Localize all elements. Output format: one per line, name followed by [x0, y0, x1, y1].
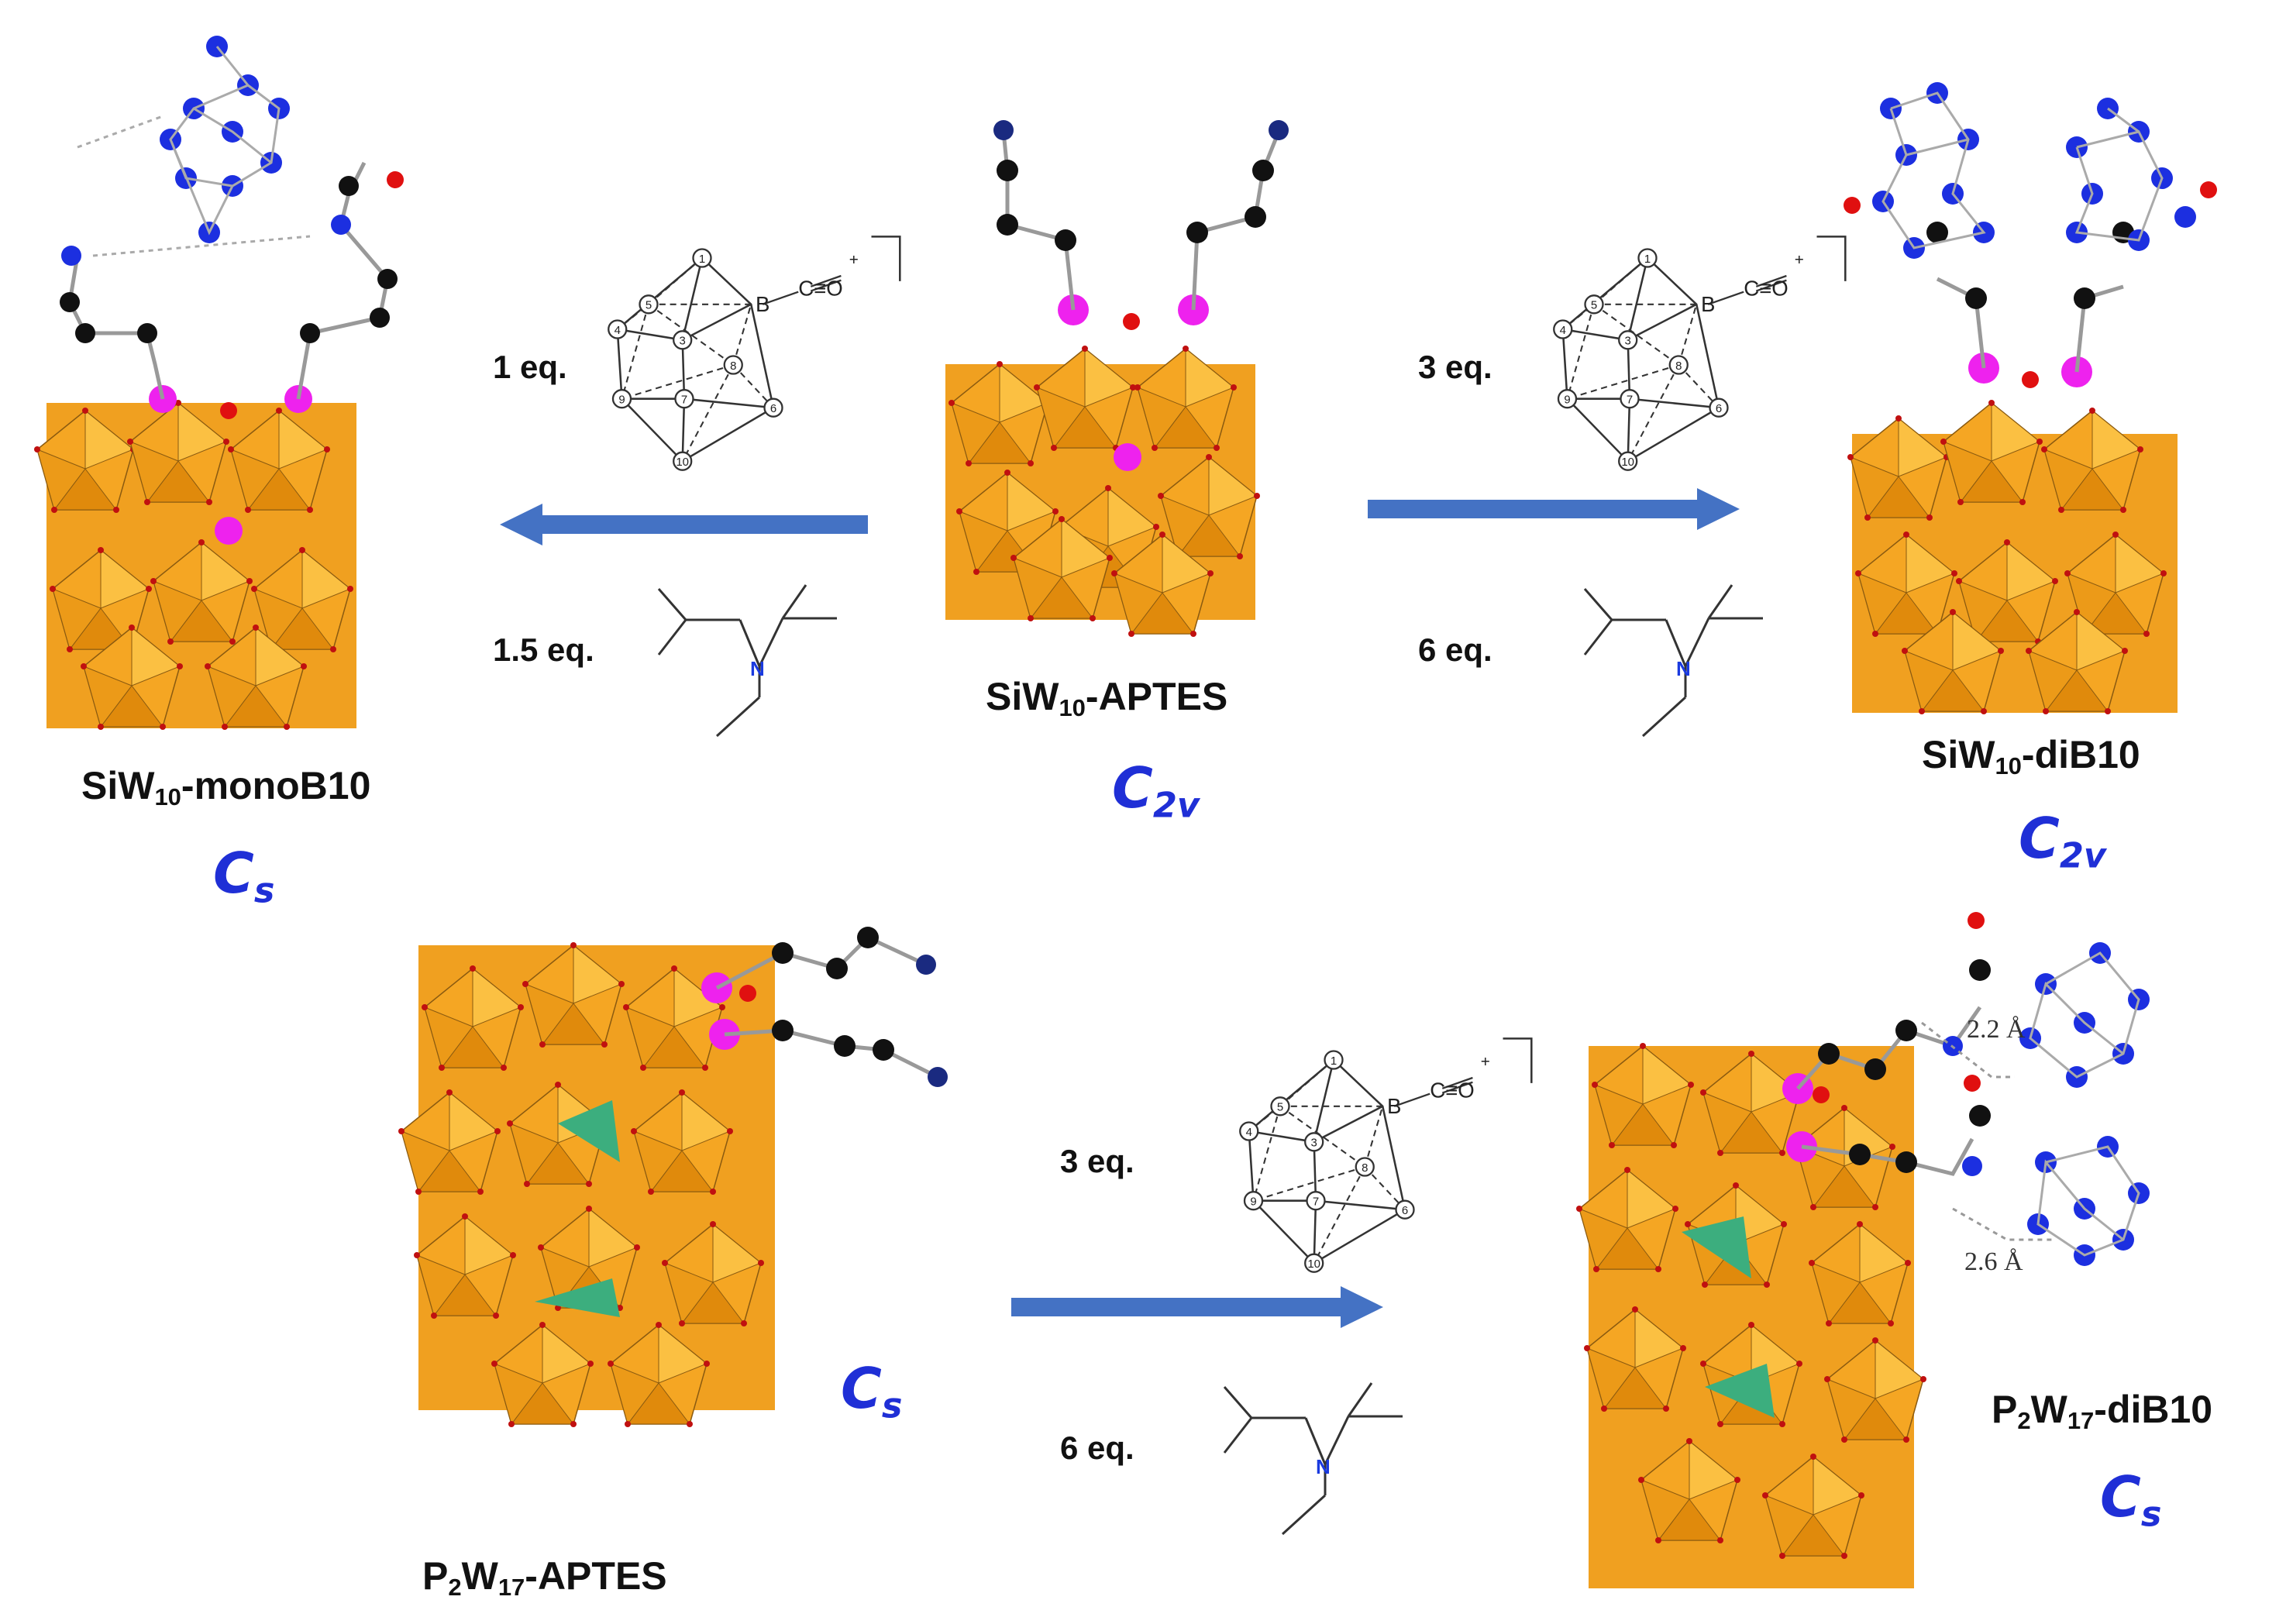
label-p2w17-dib10: P2W17-diB10: [1992, 1388, 2213, 1434]
borane-cage-lower: [1238, 1037, 1533, 1273]
symmetry-siw10-monob10: Cs: [213, 841, 275, 911]
amine-right: [1583, 583, 1764, 738]
amine-left: [657, 583, 838, 738]
eq-left-bottom: 1.5 eq.: [493, 631, 594, 668]
borane-cage-left: [607, 236, 901, 471]
siw10-monob10-structure: [33, 36, 404, 731]
hbond-distance-upper: 2.2 Å: [1967, 1015, 2026, 1044]
siw10-dib10-structure: [1844, 82, 2217, 715]
eq-left-top: 1 eq.: [493, 349, 567, 385]
arrow-to-monob10: [500, 504, 868, 545]
borane-cage-right: [1552, 236, 1847, 471]
label-siw10-monob10: SiW10-monoB10: [81, 764, 371, 810]
arrow-to-p2w17-dib10: [1011, 1286, 1383, 1328]
label-siw10-aptes: SiW10-APTES: [986, 675, 1228, 721]
amine-lower: [1223, 1381, 1404, 1536]
label-p2w17-aptes: P2W17-APTES: [422, 1554, 667, 1601]
eq-right-top: 3 eq.: [1418, 349, 1492, 385]
eq-lower-bottom: 6 eq.: [1060, 1430, 1134, 1466]
eq-lower-top: 3 eq.: [1060, 1143, 1134, 1179]
p2w17-aptes-structure: [398, 927, 948, 1428]
siw10-aptes-structure: [945, 120, 1289, 638]
hbond-distance-lower: 2.6 Å: [1964, 1247, 2023, 1276]
symmetry-siw10-dib10: C2v: [2019, 806, 2106, 876]
p2w17-dib10-structure: [1575, 912, 2150, 1588]
symmetry-p2w17-dib10: Cs: [2100, 1464, 2162, 1535]
symmetry-siw10-aptes: C2v: [1112, 755, 1200, 826]
label-siw10-dib10: SiW10-diB10: [1922, 733, 2140, 779]
symmetry-p2w17-aptes: Cs: [841, 1356, 903, 1426]
arrow-to-dib10: [1368, 488, 1740, 530]
eq-right-bottom: 6 eq.: [1418, 631, 1492, 668]
